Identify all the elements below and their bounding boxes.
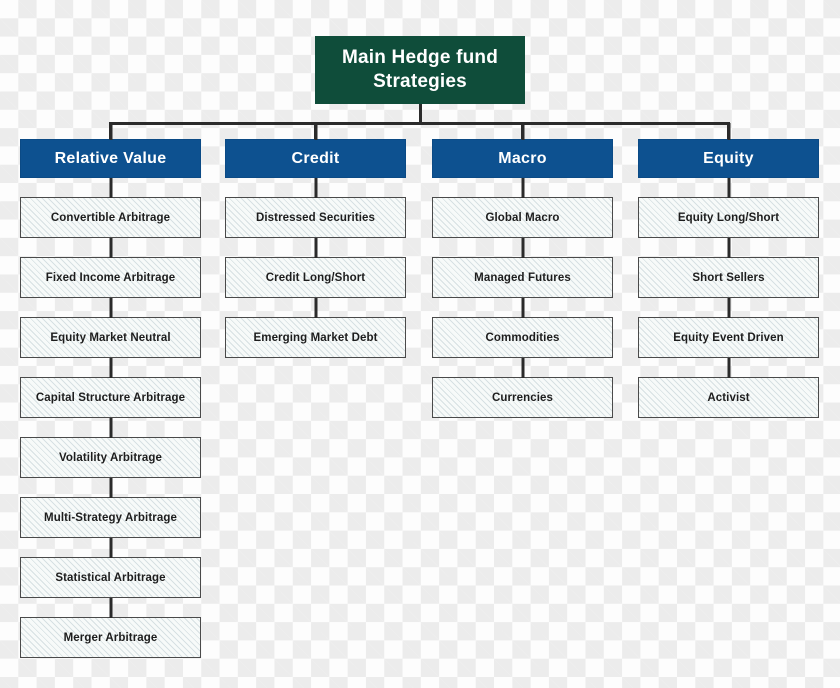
column-header-equity[interactable]: Equity (638, 139, 819, 178)
column-relative-value: Relative Value Convertible Arbitrage Fix… (20, 139, 201, 658)
column-equity: Equity Equity Long/Short Short Sellers E… (638, 139, 819, 418)
node-capital-structure-arbitrage[interactable]: Capital Structure Arbitrage (20, 377, 201, 418)
column-credit: Credit Distressed Securities Credit Long… (225, 139, 406, 358)
connector-root-stem (418, 104, 422, 123)
connector-horizontal-bus (109, 122, 730, 125)
node-multi-strategy-arbitrage[interactable]: Multi-Strategy Arbitrage (20, 497, 201, 538)
node-managed-futures[interactable]: Managed Futures (432, 257, 613, 298)
node-commodities[interactable]: Commodities (432, 317, 613, 358)
node-emerging-market-debt[interactable]: Emerging Market Debt (225, 317, 406, 358)
node-merger-arbitrage[interactable]: Merger Arbitrage (20, 617, 201, 658)
node-distressed-securities[interactable]: Distressed Securities (225, 197, 406, 238)
node-currencies[interactable]: Currencies (432, 377, 613, 418)
node-equity-market-neutral[interactable]: Equity Market Neutral (20, 317, 201, 358)
column-header-credit[interactable]: Credit (225, 139, 406, 178)
node-equity-event-driven[interactable]: Equity Event Driven (638, 317, 819, 358)
node-equity-long-short[interactable]: Equity Long/Short (638, 197, 819, 238)
column-header-macro[interactable]: Macro (432, 139, 613, 178)
node-convertible-arbitrage[interactable]: Convertible Arbitrage (20, 197, 201, 238)
node-volatility-arbitrage[interactable]: Volatility Arbitrage (20, 437, 201, 478)
root-node-main-hedge-fund-strategies[interactable]: Main Hedge fund Strategies (315, 36, 525, 104)
column-header-relative-value[interactable]: Relative Value (20, 139, 201, 178)
node-credit-long-short[interactable]: Credit Long/Short (225, 257, 406, 298)
node-global-macro[interactable]: Global Macro (432, 197, 613, 238)
column-macro: Macro Global Macro Managed Futures Commo… (432, 139, 613, 418)
node-statistical-arbitrage[interactable]: Statistical Arbitrage (20, 557, 201, 598)
node-short-sellers[interactable]: Short Sellers (638, 257, 819, 298)
node-activist[interactable]: Activist (638, 377, 819, 418)
node-fixed-income-arbitrage[interactable]: Fixed Income Arbitrage (20, 257, 201, 298)
